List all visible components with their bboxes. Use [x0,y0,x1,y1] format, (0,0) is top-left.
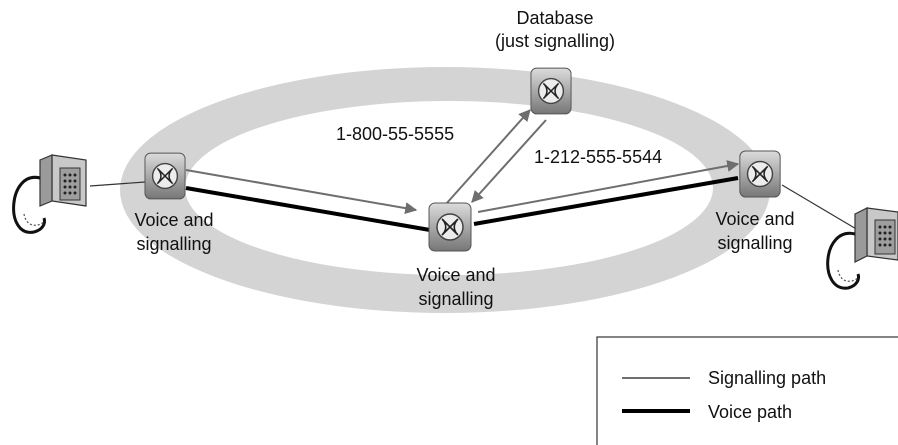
database-sublabel: (just signalling) [495,31,615,51]
left-switch-sublabel: signalling [136,234,211,254]
center-switch-sublabel: signalling [418,289,493,309]
signalling-arrow-left [185,169,418,215]
phone-link-left [89,181,146,187]
right-switch-sublabel: signalling [717,233,792,253]
translated-number-label: 1-212-555-5544 [534,147,662,167]
signalling-arrow-from-db [471,119,547,203]
legend-signalling-label: Signalling path [708,368,826,388]
center-switch-icon [428,202,472,252]
voice-path-left [185,186,431,232]
legend-box [596,336,898,445]
signalling-arrow-right [477,160,740,213]
left-switch-label: Voice and [134,210,213,230]
left-telephone-icon [12,154,87,234]
right-switch-label: Voice and [715,209,794,229]
left-switch-icon [144,152,186,200]
signalling-arrow-to-db [445,109,531,205]
legend: Signalling path Voice path [596,336,898,445]
voice-path-right [473,176,739,226]
right-switch-icon [739,150,781,198]
dialed-number-label: 1-800-55-5555 [336,124,454,144]
legend-voice-label: Voice path [708,402,792,422]
center-switch-label: Voice and [416,265,495,285]
right-telephone-icon [826,207,898,290]
database-label: Database [516,8,593,28]
phone-link-right [781,184,859,231]
database-switch-icon [530,67,572,115]
